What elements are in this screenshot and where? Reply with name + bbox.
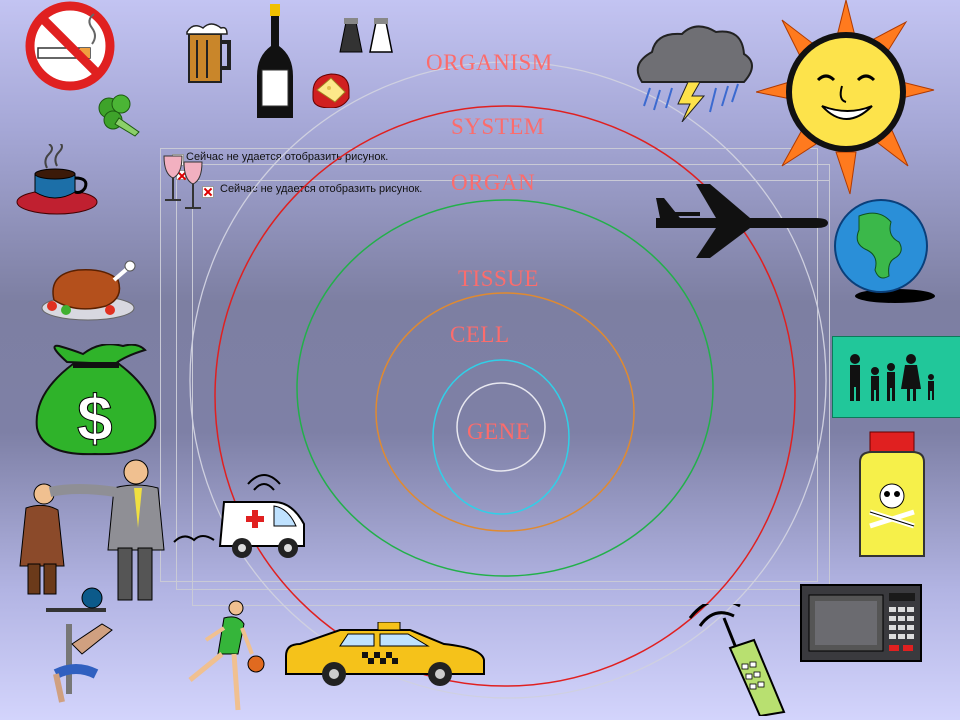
beer-mug-icon [186,23,231,83]
office-workers-icon [19,459,165,601]
system-ring [214,105,796,687]
picture-placeholder-frame-3 [192,180,830,606]
organ-ring [296,199,714,577]
family-icon [832,336,960,418]
globe-icon [834,199,935,303]
organism-label: ORGANISM [426,50,553,75]
poison-bottle-icon [859,431,925,557]
wine-glasses-icon [163,155,203,209]
roast-turkey-icon [41,260,136,321]
money-bag-icon: $ [35,344,157,456]
storm-cloud-icon [636,25,753,122]
mobile-phone-icon [688,604,786,716]
placeholder-text-1: Сейчас не удается отобразить рисунок. [186,151,389,163]
broccoli-icon [98,94,140,137]
gene-ring [456,382,546,472]
basketball-player-icon [188,600,265,711]
taxi-icon [285,622,485,686]
ambulance-icon [173,474,305,558]
wine-bottle-icon [257,4,293,118]
tissue-label: TISSUE [458,266,539,291]
airplane-icon [656,184,828,258]
coffee-cup-icon [16,144,98,215]
broken-image-icon [202,186,214,198]
no-smoking-icon [25,1,115,91]
svg-text:$: $ [77,382,113,454]
organism-ring [189,61,827,699]
placeholder-text-2: Сейчас не удается отобразить рисунок. [220,183,423,195]
cheese-icon [312,73,350,108]
organ-label: ORGAN [451,170,536,195]
microwave-icon [800,584,922,662]
gene-label: GENE [467,419,531,444]
cell-label: CELL [450,322,510,347]
weightlifter-icon [46,587,113,703]
sun-face-icon [756,0,935,195]
tissue-ring [375,292,635,532]
picture-placeholder-frame-1 [160,148,818,582]
system-label: SYSTEM [451,114,545,139]
salt-pepper-icon [339,18,393,53]
cell-ring [432,359,570,515]
